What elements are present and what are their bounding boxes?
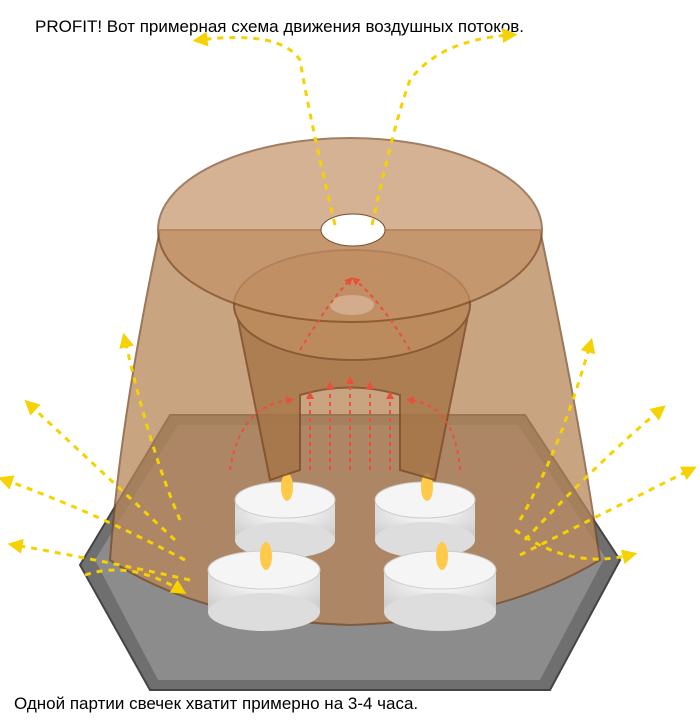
- candle: [207, 542, 321, 631]
- air-flow-arrows: [0, 28, 697, 594]
- caption-bottom: Одной партии свечек хватит примерно на 3…: [14, 694, 419, 713]
- tealight-candles: [207, 473, 497, 631]
- hot-air-arrows: [229, 277, 461, 471]
- large-clay-pot: [108, 229, 602, 627]
- pot-top-hole: [320, 213, 386, 247]
- candle: [383, 542, 497, 631]
- candle: [374, 473, 476, 558]
- caption-top: PROFIT! Вот примерная схема движения воз…: [35, 17, 525, 36]
- candle: [234, 473, 336, 558]
